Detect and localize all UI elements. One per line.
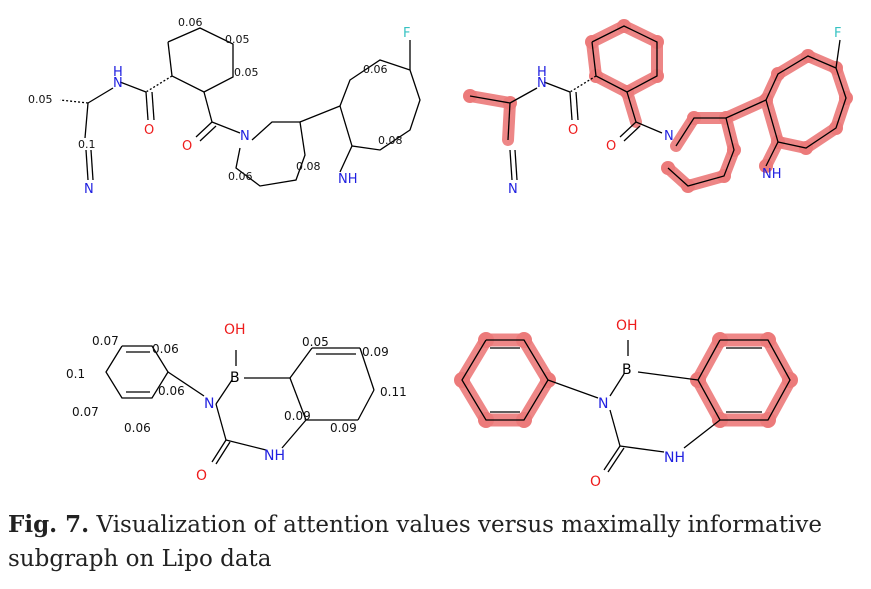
atom-oh-bottom-left: OH xyxy=(224,322,246,338)
attention-value: 0.06 xyxy=(124,421,151,435)
atom-o-top-left-2: O xyxy=(182,139,192,154)
atom-nh-top-left: NH xyxy=(338,172,358,187)
attention-value: 0.1 xyxy=(66,367,85,381)
atom-o-bottom-left: O xyxy=(196,468,207,484)
bottom-right-molecule-subgraph: OH B N NH O xyxy=(454,318,798,490)
atom-h-top-left: H xyxy=(113,65,123,80)
attention-value: 0.07 xyxy=(92,334,119,348)
atom-f-top-right: F xyxy=(834,26,841,41)
attention-value: 0.07 xyxy=(72,405,99,419)
attention-value: 0.1 xyxy=(78,138,96,151)
top-right-molecule-subgraph: N H O O N N NH F xyxy=(463,19,853,197)
attention-value: 0.05 xyxy=(28,93,53,106)
atom-b-bottom-right: B xyxy=(622,362,632,378)
attention-value: 0.06 xyxy=(158,384,185,398)
attention-value: 0.08 xyxy=(378,134,403,147)
atom-n-top-right: N xyxy=(537,76,547,91)
attention-value: 0.06 xyxy=(228,170,253,183)
attention-value: 0.06 xyxy=(178,16,203,29)
atom-nh-bottom-left: NH xyxy=(264,448,285,464)
atom-nh-bottom-right: NH xyxy=(664,450,685,466)
attention-value: 0.09 xyxy=(284,409,311,423)
attention-value: 0.09 xyxy=(362,345,389,359)
atom-h-top-right: H xyxy=(537,65,547,80)
atom-nh-top-right: NH xyxy=(762,167,782,182)
bottom-left-molecule-attention xyxy=(105,345,375,465)
atom-n-top-left-2: N xyxy=(240,129,250,144)
figure-image: N H O O N N NH F 0.06 0.05 0.05 0.05 0.1… xyxy=(28,16,853,490)
atom-n-bottom-left: N xyxy=(204,396,214,412)
atom-f-top-left: F xyxy=(403,26,410,41)
attention-value: 0.05 xyxy=(225,33,250,46)
caption-text: Visualization of attention values versus… xyxy=(8,512,822,572)
atom-oh-bottom-right: OH xyxy=(616,318,638,334)
cyclohexane-ring xyxy=(167,27,234,93)
attention-value: 0.08 xyxy=(296,160,321,173)
figure-label: Fig. 7. xyxy=(8,511,90,538)
atom-n-top-left-3: N xyxy=(84,182,94,197)
atom-o-top-right-2: O xyxy=(606,139,616,154)
atom-n-top-right-3: N xyxy=(508,182,518,197)
attention-value: 0.05 xyxy=(234,66,259,79)
atom-o-top-right-1: O xyxy=(568,123,578,138)
attention-value: 0.06 xyxy=(363,63,388,76)
atom-n-top-left: N xyxy=(113,76,123,91)
atom-n-top-right-2: N xyxy=(664,129,674,144)
attention-value: 0.09 xyxy=(330,421,357,435)
atom-o-bottom-right: O xyxy=(590,474,601,490)
atom-o-top-left-1: O xyxy=(144,123,154,138)
atom-b-bottom-left: B xyxy=(230,370,240,386)
top-left-molecule-attention xyxy=(59,27,421,187)
figure-caption: Fig. 7. Visualization of attention value… xyxy=(8,508,858,576)
attention-value: 0.06 xyxy=(152,342,179,356)
attention-value: 0.05 xyxy=(302,335,329,349)
atom-n-bottom-right: N xyxy=(598,396,608,412)
attention-value: 0.11 xyxy=(380,385,407,399)
